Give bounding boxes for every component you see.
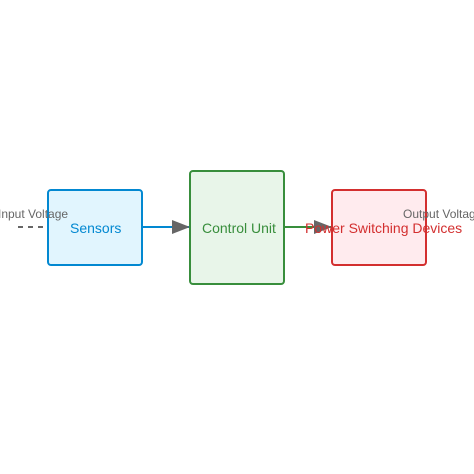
- power-switching-node: [331, 189, 427, 266]
- sensors-label: Sensors: [70, 220, 122, 236]
- output-voltage-label: Output Voltage: [403, 207, 474, 221]
- control-unit-node: [189, 170, 285, 285]
- input-voltage-label: Input Voltage: [0, 207, 69, 221]
- sensors-node: [47, 189, 143, 266]
- power-switching-label: Power Switching Devices: [305, 220, 463, 236]
- control-unit-label: Control Unit: [202, 220, 276, 236]
